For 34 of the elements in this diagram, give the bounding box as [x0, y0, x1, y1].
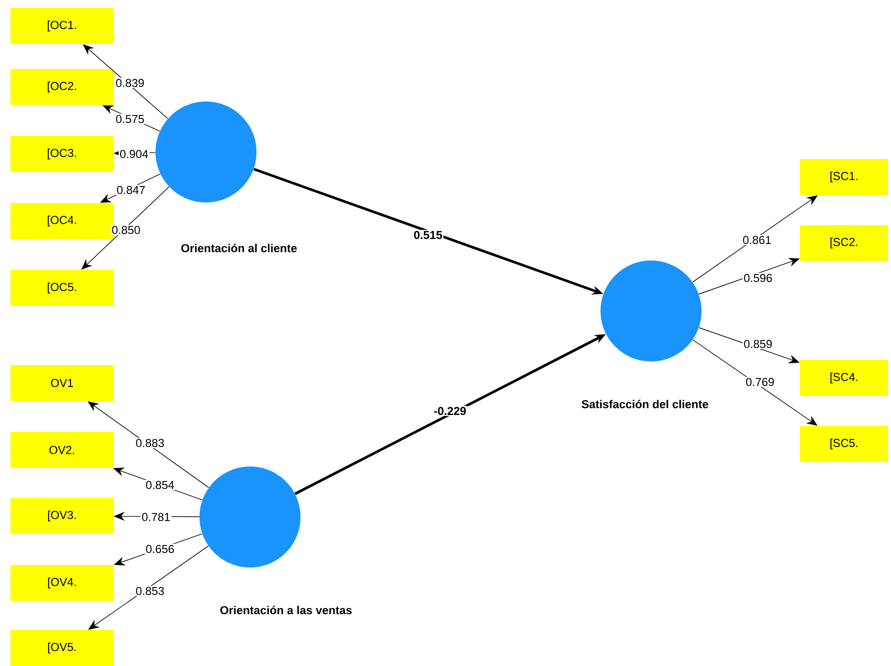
edge-label: 0.859	[742, 338, 774, 350]
indicator-box: [OC3.	[10, 136, 114, 172]
edge-label: -0.229	[432, 406, 468, 416]
edge-label: 0.769	[744, 376, 776, 388]
indicator-box: [SC2.	[800, 225, 888, 261]
indicator-box: [OC2.	[10, 69, 114, 105]
indicator-box: [SC1.	[800, 159, 888, 195]
variable-name: Satisfacción del cliente	[582, 400, 708, 408]
edge-label: 0.847	[116, 184, 146, 196]
variable-name: Orientación a las ventas	[220, 606, 352, 614]
indicator-box: [OC5.	[10, 270, 114, 306]
arrow	[88, 401, 210, 488]
edge-label: 0.850	[110, 224, 142, 236]
edge-label: 0.515	[412, 230, 444, 240]
indicator-box: [OC4.	[10, 203, 114, 239]
edge-label: 0.656	[144, 544, 176, 554]
edge-label: 0.861	[742, 234, 772, 246]
edge-label: 0.853	[134, 586, 166, 596]
indicator-box: [SC5.	[800, 426, 888, 462]
edge-label: 0.781	[140, 512, 172, 522]
variable-name: Orientación al cliente	[181, 244, 297, 252]
indicator-box: [SC4.	[800, 360, 888, 396]
indicator-box: [OV5.	[10, 630, 114, 666]
indicator-box: [OV4.	[10, 564, 114, 601]
indicator-box: [OC1.	[10, 8, 114, 44]
edge-label: 0.596	[742, 272, 774, 284]
indicator-box: [OV3.	[10, 498, 114, 534]
edge-label: 0.904	[118, 148, 150, 160]
edge-label: 0.575	[114, 114, 146, 124]
edge-label: 0.883	[134, 438, 166, 448]
indicator-box: OV1	[10, 364, 114, 401]
edge-label: 0.854	[144, 480, 176, 490]
indicator-box: OV2.	[10, 432, 114, 468]
edge-label: 0.839	[114, 78, 146, 88]
